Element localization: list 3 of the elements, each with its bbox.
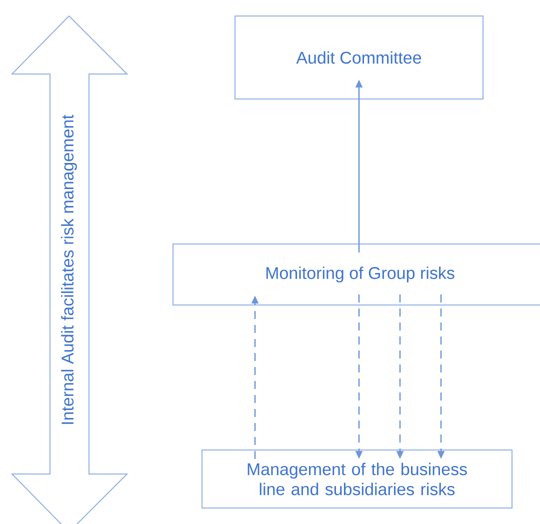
box: Monitoring of Group risks <box>172 244 540 306</box>
box: Management of the business line and subsidiaries risks <box>202 450 512 508</box>
box: Audit Committee <box>234 16 484 100</box>
